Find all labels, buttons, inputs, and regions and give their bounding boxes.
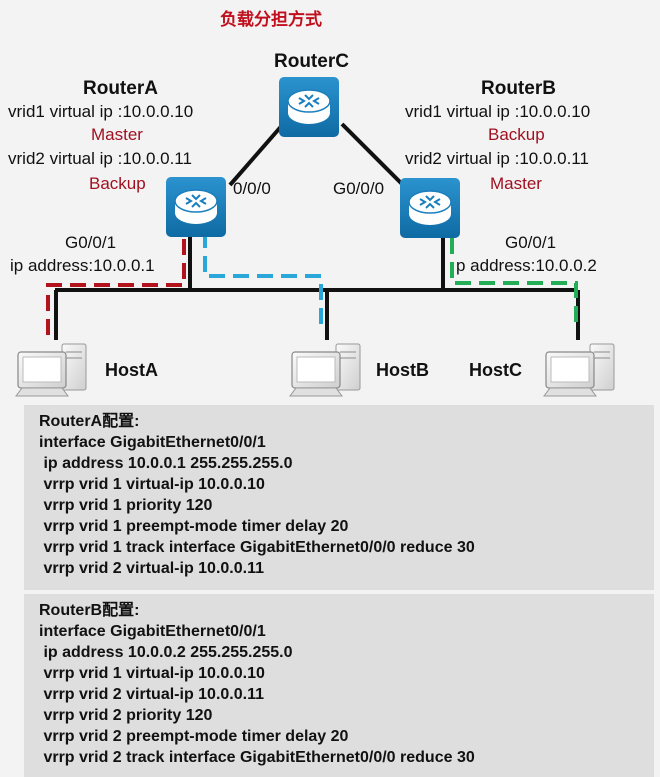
router-a-vrid2: vrid2 virtual ip :10.0.0.11 [8, 149, 192, 168]
config-line: vrrp vrid 2 virtual-ip 10.0.0.11 [39, 686, 264, 703]
router-a-ip: ip address:10.0.0.1 [10, 256, 155, 275]
router-a-vrid2-role: Backup [89, 174, 146, 193]
link-c-a [228, 120, 287, 187]
config-line: interface GigabitEthernet0/0/1 [39, 434, 266, 451]
router-c-name: RouterC [274, 51, 349, 72]
config-line: vrrp vrid 1 track interface GigabitEther… [39, 539, 475, 556]
router-b-vrid2-role: Master [490, 174, 542, 193]
traffic-path-host-c [450, 238, 578, 328]
router-b-name: RouterB [481, 78, 556, 99]
host-c-label: HostC [469, 360, 522, 380]
router-b-port: G0/0/1 [505, 233, 556, 252]
router-a-vrid1-role: Master [91, 125, 143, 144]
router-b-ip: p address:10.0.0.2 [456, 256, 597, 275]
config-line: vrrp vrid 2 preempt-mode timer delay 20 [39, 728, 349, 745]
config-line: vrrp vrid 2 virtual-ip 10.0.0.11 [39, 560, 264, 577]
router-a-vrid1: vrid1 virtual ip :10.0.0.10 [8, 102, 193, 121]
host-b-computer-icon [289, 343, 361, 397]
traffic-path-host-b [203, 232, 323, 328]
router-c-icon [278, 76, 340, 138]
network-links [54, 120, 580, 340]
router-b-vrid1-role: Backup [488, 125, 545, 144]
router-b-uplink-port: G0/0/0 [333, 179, 384, 198]
router-a-uplink-port: 0/0/0 [233, 179, 271, 198]
router-a-config-title: RouterA配置: [39, 413, 140, 430]
host-a-label: HostA [105, 360, 158, 380]
config-line: vrrp vrid 1 priority 120 [39, 497, 213, 514]
host-b-label: HostB [376, 360, 429, 380]
network-diagram: 负载分担方式 RouterC RouterA vrid1 virtual ip … [8, 9, 615, 397]
router-b-config-panel: RouterB配置: interface GigabitEthernet0/0/… [24, 594, 654, 777]
config-line: ip address 10.0.0.2 255.255.255.0 [39, 644, 293, 661]
host-c-computer-icon [543, 343, 615, 397]
router-b-config-title: RouterB配置: [39, 602, 140, 619]
router-b-vrid1: vrid1 virtual ip :10.0.0.10 [405, 102, 590, 121]
config-line: interface GigabitEthernet0/0/1 [39, 623, 266, 640]
config-line: vrrp vrid 1 virtual-ip 10.0.0.10 [39, 476, 265, 493]
router-b-vrid2: vrid2 virtual ip :10.0.0.11 [405, 149, 589, 168]
config-line: vrrp vrid 2 priority 120 [39, 707, 213, 724]
host-a-computer-icon [15, 343, 87, 397]
config-line: vrrp vrid 2 track interface GigabitEther… [39, 749, 475, 766]
config-line: vrrp vrid 1 virtual-ip 10.0.0.10 [39, 665, 265, 682]
link-c-b [340, 122, 410, 192]
router-a-config-panel: RouterA配置: interface GigabitEthernet0/0/… [24, 405, 654, 590]
router-a-icon [165, 176, 227, 238]
router-a-port: G0/0/1 [65, 233, 116, 252]
router-b-icon [399, 177, 461, 239]
config-line: vrrp vrid 1 preempt-mode timer delay 20 [39, 518, 349, 535]
router-a-name: RouterA [83, 78, 158, 99]
traffic-path-host-a [46, 225, 186, 335]
config-line: ip address 10.0.0.1 255.255.255.0 [39, 455, 293, 472]
diagram-title: 负载分担方式 [220, 9, 322, 30]
